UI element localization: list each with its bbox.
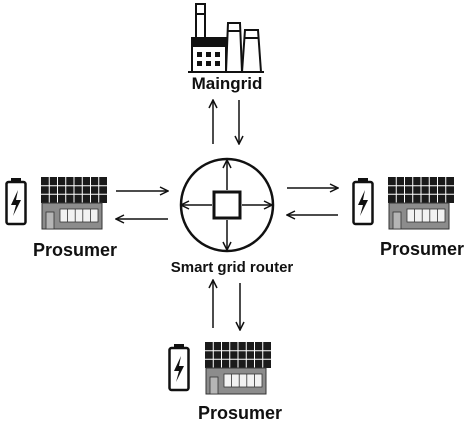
bottom-arrows	[213, 280, 240, 330]
maingrid-label: Maingrid	[192, 74, 263, 93]
solar-panel-icon	[204, 341, 272, 369]
factory-icon	[188, 3, 264, 73]
maingrid-arrows	[213, 100, 239, 144]
router-icon	[179, 157, 275, 253]
solar-panel-icon	[40, 176, 108, 204]
battery-icon	[352, 176, 374, 226]
prosumer-bottom	[168, 341, 272, 395]
house-icon	[388, 202, 450, 230]
prosumer-left	[5, 176, 108, 230]
prosumer-bottom-label: Prosumer	[198, 403, 282, 423]
solar-panel-icon	[387, 176, 455, 204]
house-icon	[205, 367, 267, 395]
prosumer-left-label: Prosumer	[33, 240, 117, 260]
battery-icon	[168, 342, 190, 392]
prosumer-right-label: Prosumer	[380, 239, 464, 259]
right-arrows	[287, 188, 338, 215]
prosumer-right	[352, 176, 455, 230]
house-icon	[41, 202, 103, 230]
router-label: Smart grid router	[171, 259, 294, 276]
left-arrows	[116, 191, 168, 219]
battery-icon	[5, 176, 27, 226]
